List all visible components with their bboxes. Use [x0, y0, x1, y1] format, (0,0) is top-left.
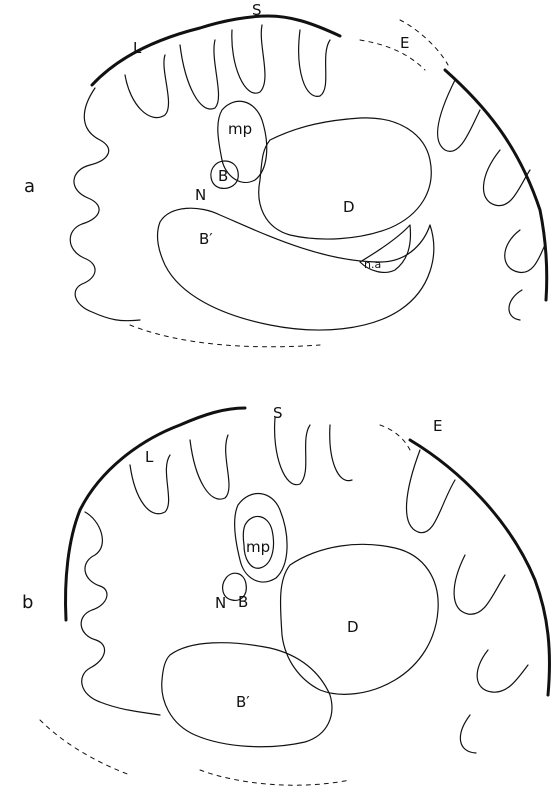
panel-b-label-mp: mp	[246, 538, 270, 556]
panel-a-label-l: L	[133, 39, 142, 57]
panel-a-label-na: n.a	[364, 258, 381, 271]
panel-b-label: b	[22, 592, 33, 613]
panel-b-label-l: L	[145, 448, 154, 466]
panel-b: b S L E mp B N D B′	[22, 404, 549, 785]
panel-b-label-s: S	[273, 404, 283, 422]
panel-b-cortex-boundary-right	[410, 440, 549, 695]
panel-a-faint-lines	[130, 20, 448, 347]
panel-a-label-s: S	[252, 1, 262, 19]
panel-b-label-e: E	[433, 417, 442, 435]
panel-a-gyri-top	[125, 25, 330, 118]
panel-b-label-n: N	[215, 594, 226, 612]
panel-a-label-e: E	[400, 34, 409, 52]
panel-a-label-mp: mp	[228, 120, 252, 138]
panel-b-label-d: D	[347, 618, 359, 636]
panel-b-d-region	[280, 544, 438, 694]
panel-a-label-d: D	[343, 198, 355, 216]
panel-b-cortex-boundary	[80, 408, 245, 510]
panel-b-gyri-left	[81, 512, 160, 715]
panel-a-gyri-left	[70, 88, 140, 321]
panel-b-cortex-boundary-left	[66, 510, 80, 620]
panel-b-gyri-right	[406, 450, 528, 753]
panel-a-d-region	[259, 118, 431, 239]
panel-a-label-b: B	[218, 167, 228, 185]
panel-a-label-bprime: B′	[199, 230, 213, 248]
panel-b-label-b: B	[238, 593, 248, 611]
panel-a-label-n: N	[195, 186, 206, 204]
panel-a-label: a	[24, 176, 35, 197]
panel-a: a S L E mp B N D B′ n.a	[24, 1, 547, 347]
panel-a-cortex-boundary-right	[445, 70, 547, 300]
panel-b-label-bprime: B′	[236, 693, 250, 711]
